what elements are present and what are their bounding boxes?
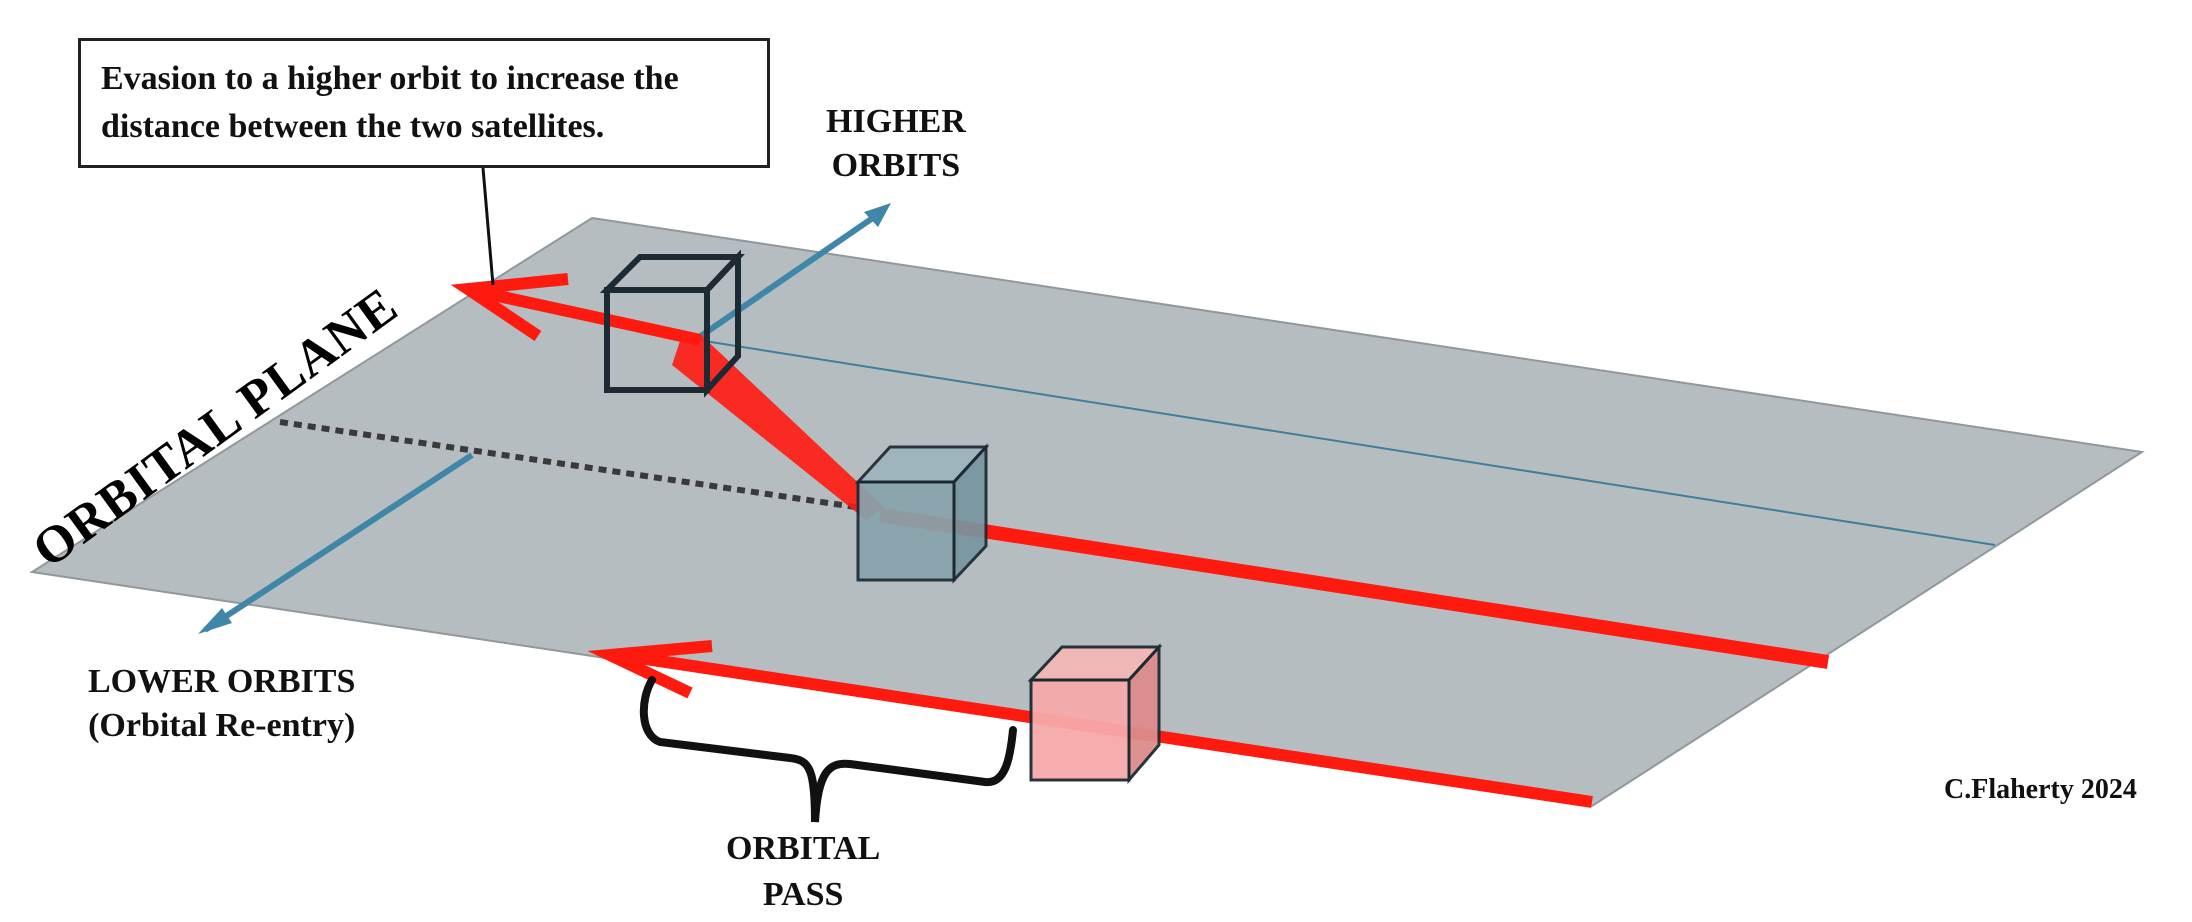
evasion-arrowhead (450, 273, 569, 341)
evading-satellite-cube (854, 443, 990, 584)
callout-text-line2: distance between the two satellites. (101, 108, 605, 145)
higher-orbits-label: HIGHER ORBITS (826, 100, 966, 188)
orbital-pass-label-line2: PASS (762, 876, 844, 913)
evasion-maneuver-path (672, 334, 884, 520)
lower-orbits-label-line1: LOWER ORBITS (88, 663, 356, 700)
lower-orbits-label: LOWER ORBITS (Orbital Re-entry) (88, 660, 355, 748)
lower-orbits-axis (203, 452, 474, 633)
projection-dotted-line (279, 419, 863, 511)
lower-orbits-arrowhead (198, 608, 232, 634)
higher-orbits-label-line1: HIGHER (826, 103, 966, 140)
other-satellite-arrowhead (587, 640, 713, 699)
higher-orbits-arrowhead (864, 203, 891, 227)
higher-orbits-axis (693, 210, 882, 343)
lower-orbits-label-line2: (Orbital Re-entry) (88, 707, 356, 744)
orbital-pass-label: ORBITAL PASS (726, 826, 880, 918)
higher-orbits-label-line2: ORBITS (831, 147, 961, 184)
author-credit: C.Flaherty 2024 (1944, 774, 2137, 805)
evading-satellite-path (878, 508, 1830, 669)
orbital-plane (29, 216, 2145, 808)
orbital-pass-bracket (639, 676, 1017, 823)
evaded-satellite-position (599, 249, 745, 398)
callout-pointer (481, 167, 495, 286)
callout-text-line1: Evasion to a higher orbit to increase th… (101, 60, 679, 97)
callout-box: Evasion to a higher orbit to increase th… (78, 38, 770, 168)
other-satellite-cube (1027, 643, 1163, 785)
plane-reference-line (697, 339, 1996, 546)
orbital-pass-label-line1: ORBITAL (726, 830, 881, 867)
evasion-upper-path (478, 286, 702, 346)
